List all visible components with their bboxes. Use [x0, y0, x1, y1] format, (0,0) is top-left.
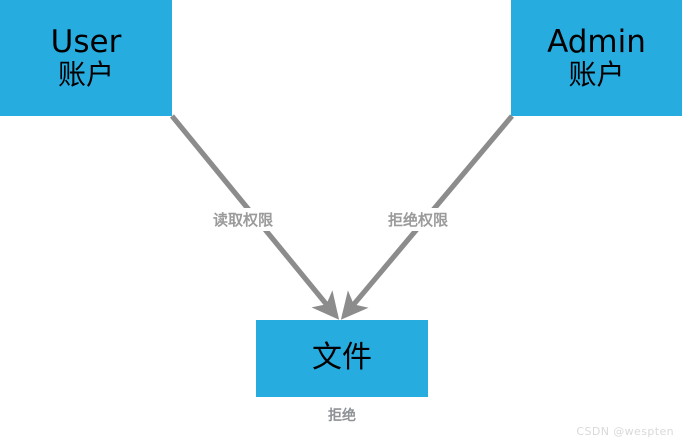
edge-label-read-permission: 读取权限: [211, 208, 276, 231]
watermark: CSDN @wespten: [576, 425, 674, 438]
node-admin-subtitle: 账户: [568, 57, 625, 91]
node-user-subtitle: 账户: [57, 57, 114, 91]
node-user-title: User: [50, 24, 122, 61]
edge-label-deny-permission: 拒绝权限: [386, 208, 451, 231]
node-admin-account[interactable]: Admin 账户: [511, 0, 682, 116]
node-admin-title: Admin: [547, 24, 646, 61]
node-file-title: 文件: [312, 340, 372, 376]
node-user-account[interactable]: User 账户: [0, 0, 172, 116]
node-file[interactable]: 文件: [256, 320, 428, 397]
file-caption-deny: 拒绝: [328, 408, 356, 424]
